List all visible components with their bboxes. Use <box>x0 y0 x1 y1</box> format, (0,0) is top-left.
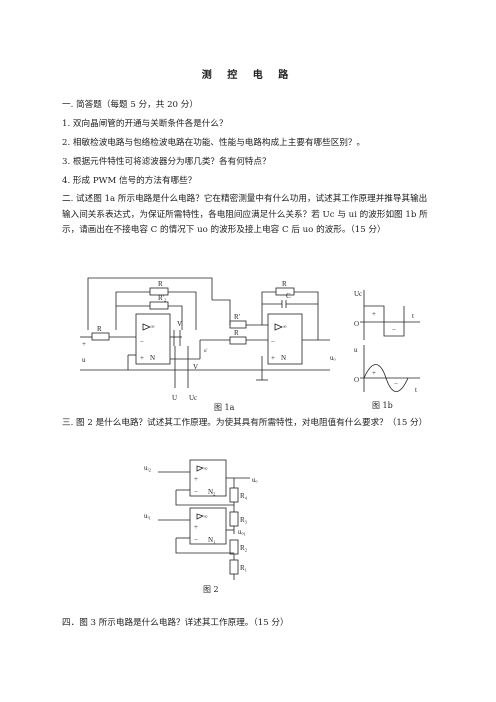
fig2-minus-a: − <box>194 488 198 496</box>
fig1-uo: uₒ <box>330 354 336 362</box>
fig2-inf1: ∞ <box>204 515 208 520</box>
fig2-ui2: uᵢ₂ <box>144 464 152 472</box>
fig2-N1: N₁ <box>208 536 216 544</box>
section1-heading: 一. 简答题（每题 5 分，共 20 分） <box>62 100 198 110</box>
fig1-plusN1: + <box>140 354 144 362</box>
question-3: 3. 根据元件特性可将滤波器分为哪几类？各有何特点？ <box>62 157 271 167</box>
fig2-plus-b: + <box>194 523 198 531</box>
figure-2-caption: 图 2 <box>203 585 219 594</box>
fig1-R-mid: R <box>234 329 239 337</box>
fig1b-O1: O <box>354 320 359 328</box>
fig2-uo: uₒ <box>252 476 258 484</box>
fig1b-O2: O <box>354 376 359 384</box>
fig1-R-in: R <box>97 325 102 333</box>
fig1b-t2: t <box>415 386 417 394</box>
fig1-Ubar: U <box>172 394 177 402</box>
fig1-minus1: − <box>140 338 144 346</box>
question-4: 4. 形成 PWM 信号的方法有哪些？ <box>62 176 197 186</box>
fig1-N2: N <box>281 354 286 362</box>
fig2-R2: R₂ <box>240 544 248 552</box>
fig1-u-small: u' <box>204 349 208 354</box>
fig1-R-top: R <box>158 280 163 288</box>
fig1b-t1: t <box>412 312 414 320</box>
fig1-R-fb: R <box>282 280 287 288</box>
fig1-C: C <box>286 292 291 300</box>
fig2-R3: R₃ <box>240 516 248 524</box>
fig2-plus-a: + <box>194 475 198 483</box>
fig1b-minus1: − <box>392 326 396 334</box>
fig1-plusN2: + <box>271 354 275 362</box>
fig1b-u: u <box>354 346 358 354</box>
fig2-ui1: uᵢ₁ <box>144 512 151 520</box>
fig2-inf2: ∞ <box>204 467 208 472</box>
fig1b-Uc: Uc <box>354 290 362 298</box>
fig1b-minus2: − <box>394 380 398 388</box>
fig2-R1: R₁ <box>240 564 247 572</box>
fig1-minus2: − <box>271 338 275 346</box>
fig2-uo1: uₒ₁ <box>238 528 246 536</box>
fig1b-plus1: + <box>372 310 376 318</box>
fig1-plus: + <box>82 340 86 348</box>
fig1-N1: N <box>150 354 155 362</box>
fig2-N2: N₂ <box>208 488 216 496</box>
fig1b-plus2: + <box>372 369 376 377</box>
fig1-Uc: Uc <box>189 394 197 402</box>
fig1-V1: V <box>177 320 182 328</box>
section2-text: 二. 试述图 1a 所示电路是什么电路？它在精密测量中有什么功用，试述其工作原理… <box>62 194 428 235</box>
fig2-R4: R₄ <box>240 492 248 500</box>
paper-title: 测 控 电 路 <box>201 70 295 81</box>
section4-text: 四．图 3 所示电路是什么电路？详述其工作原理。（15 分） <box>62 618 289 628</box>
fig1-R2p: R'₂ <box>158 294 167 302</box>
section3-text: 三. 图 2 是什么电路？试述其工作原理。为使其具有所需特性，对电阻值有什么要求… <box>62 418 428 428</box>
fig1-V2: V <box>193 363 198 371</box>
question-2: 2. 相敏检波电路与包络检波电路在功能、性能与电路构成上主要有哪些区别？。 <box>62 138 366 148</box>
fig1-inf2: ∞ <box>283 325 287 330</box>
fig1-u: u <box>82 356 86 364</box>
fig1-Rp: R' <box>234 313 240 321</box>
question-1: 1. 双向晶闸管的开通与关断条件各是什么？ <box>62 119 228 129</box>
fig2-minus-b: − <box>194 536 198 544</box>
figure-1a-caption: 图 1a <box>214 403 235 412</box>
figure-1b-caption: 图 1b <box>372 401 393 410</box>
fig1-inf1: ∞ <box>151 325 155 330</box>
